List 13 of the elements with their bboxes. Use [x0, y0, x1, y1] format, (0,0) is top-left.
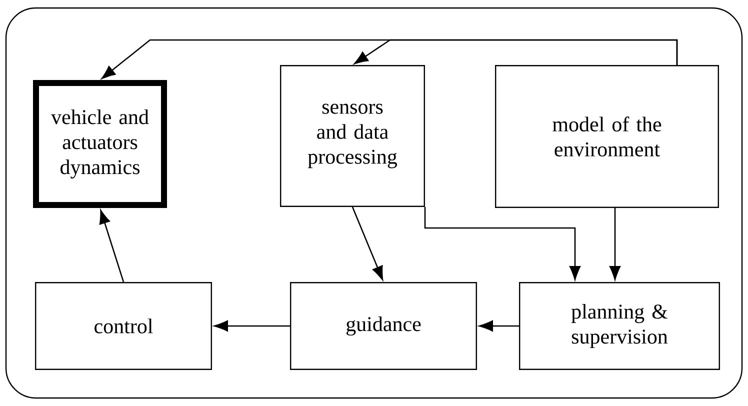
arrow — [609, 208, 621, 280]
process-box: sensors and data processing — [280, 65, 425, 207]
arrow — [354, 39, 678, 65]
arrow — [214, 320, 290, 332]
process-box: control — [35, 282, 212, 370]
arrow — [352, 206, 384, 280]
arrow — [99, 210, 124, 282]
arrow — [479, 320, 519, 332]
process-box: guidance — [290, 282, 477, 370]
arrow — [424, 207, 581, 280]
process-box: model of the environment — [495, 65, 719, 208]
process-box: planning & supervision — [519, 282, 720, 370]
process-box: vehicle and actuators dynamics — [33, 80, 167, 208]
